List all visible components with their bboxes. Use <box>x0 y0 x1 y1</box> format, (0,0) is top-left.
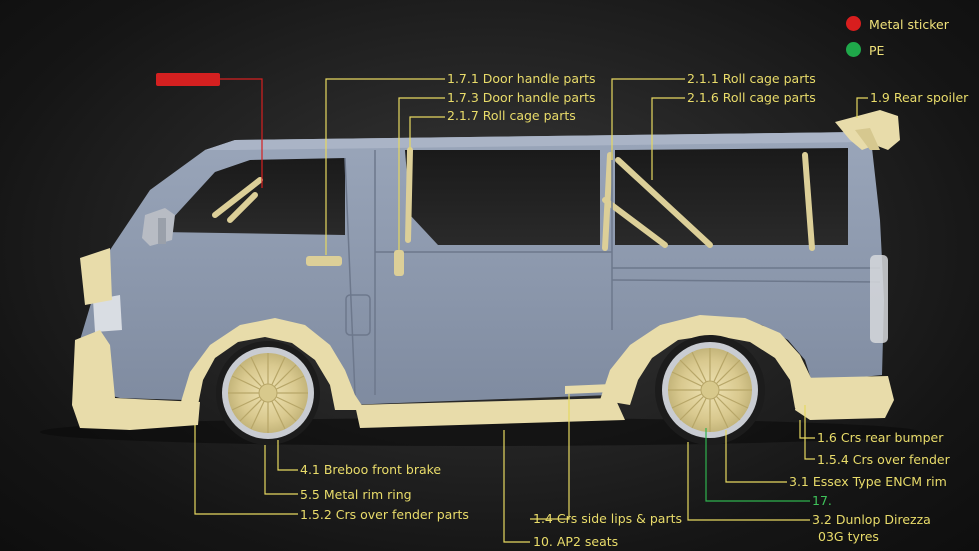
roof <box>205 132 866 150</box>
roll-cage <box>212 147 815 251</box>
leader-essex <box>725 430 787 483</box>
leader-rear-bumper <box>799 420 815 439</box>
metal-sticker-dot <box>846 16 861 31</box>
legend-metal-sticker: Metal sticker <box>869 17 949 32</box>
leader-173 <box>398 97 445 250</box>
rear-window <box>615 148 848 245</box>
label-side-lips: 1.4 Crs side lips & parts <box>533 511 683 526</box>
label-ap2-seats: 10. AP2 seats <box>533 534 619 549</box>
leader-dunlop <box>687 442 810 521</box>
label-over-fender-154: 1.5.4 Crs over fender <box>817 452 950 467</box>
rear-wheel <box>655 335 765 445</box>
leader-211 <box>611 78 685 160</box>
door-seams <box>344 150 881 396</box>
label-front-brake: 4.1 Breboo front brake <box>300 462 442 477</box>
leader-spoiler <box>856 97 868 118</box>
front-wheel <box>216 341 320 445</box>
label-item-17: 17. <box>812 493 832 508</box>
front-over-fender <box>180 318 365 410</box>
front-door-handle <box>306 256 342 266</box>
leader-171 <box>325 78 445 255</box>
leader-side-lips <box>530 394 570 520</box>
label-dunlop-tyres-2: 03G tyres <box>818 529 879 544</box>
label-dunlop-tyres-1: 3.2 Dunlop Direzza <box>812 512 931 527</box>
rear-bumper <box>795 376 894 420</box>
leader-217 <box>409 116 445 150</box>
label-door-handle-173: 1.7.3 Door handle parts <box>447 90 596 105</box>
side-window <box>405 150 600 245</box>
label-roll-cage-217: 2.1.7 Roll cage parts <box>447 108 576 123</box>
side-lips <box>355 398 625 428</box>
label-essex-rim: 3.1 Essex Type ENCM rim <box>789 474 947 489</box>
leader-metal-sticker <box>220 78 263 188</box>
leader-17 <box>705 428 810 502</box>
leader-brake <box>277 440 298 471</box>
label-over-fender-152: 1.5.2 Crs over fender parts <box>300 507 469 522</box>
label-door-handle-171: 1.7.1 Door handle parts <box>447 71 596 86</box>
label-roll-cage-211: 2.1.1 Roll cage parts <box>687 71 816 86</box>
label-metal-rim-ring: 5.5 Metal rim ring <box>300 487 412 502</box>
leader-lines <box>194 78 868 543</box>
leader-216 <box>651 97 685 180</box>
headlight <box>93 295 122 332</box>
label-rear-spoiler: 1.9 Rear spoiler <box>870 90 969 105</box>
label-roll-cage-216: 2.1.6 Roll cage parts <box>687 90 816 105</box>
taillight <box>870 255 888 343</box>
leader-fender-152 <box>194 425 298 515</box>
slide-door-handle <box>394 250 404 276</box>
front-bumper <box>72 330 200 430</box>
metal-sticker-marker <box>156 73 220 86</box>
leader-fender-154 <box>804 405 815 460</box>
fuel-cap <box>345 294 371 336</box>
legend-pe: PE <box>869 43 885 58</box>
rear-over-fender <box>600 315 815 408</box>
label-rear-bumper: 1.6 Crs rear bumper <box>817 430 944 445</box>
leader-ap2 <box>503 430 530 543</box>
pe-dot <box>846 42 861 57</box>
leader-rim-ring <box>264 445 298 495</box>
